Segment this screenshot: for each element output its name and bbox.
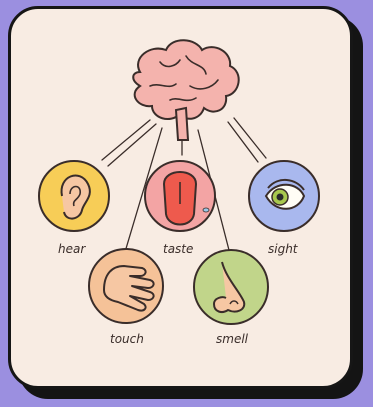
smell-label: smell xyxy=(216,332,249,346)
touch-sense: touch xyxy=(89,249,163,346)
taste-label: taste xyxy=(163,242,193,256)
smell-sense: smell xyxy=(194,250,268,346)
eye-icon xyxy=(266,180,304,209)
hear-sense: hear xyxy=(39,161,109,256)
sight-sense: sight xyxy=(249,161,319,256)
hear-label: hear xyxy=(58,242,86,256)
sight-label: sight xyxy=(268,242,299,256)
touch-label: touch xyxy=(110,332,144,346)
taste-sense: taste xyxy=(145,161,215,256)
brain-icon xyxy=(133,40,238,140)
